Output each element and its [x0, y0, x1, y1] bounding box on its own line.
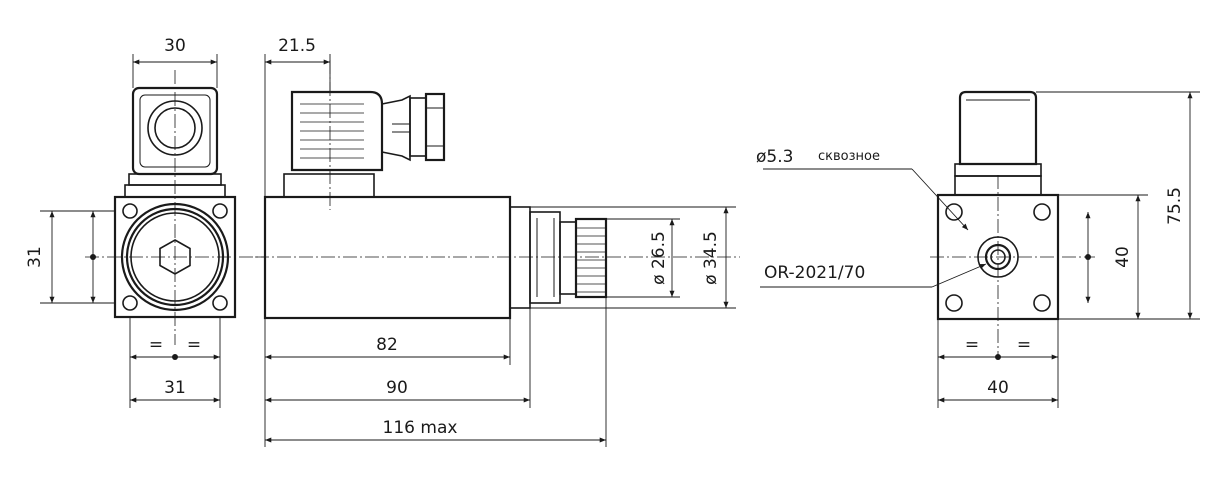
dim-length-max: 116 max	[383, 418, 458, 438]
dim-front-height: 31	[25, 246, 45, 268]
dim-length-total: 90	[386, 378, 408, 398]
dim-right-width-base: 40	[987, 378, 1009, 398]
right-dimensions: ø5.3 сквозное OR-2021/70 75.5 40 = = 40	[756, 91, 1200, 408]
dim-dia-outer: ø 34.5	[701, 231, 721, 285]
front-dimensions: 30 31 = = 31	[25, 36, 221, 408]
front-view	[85, 70, 265, 345]
dim-side-offset: 21.5	[278, 36, 316, 56]
equal-mark-left: =	[149, 335, 163, 355]
side-dimensions: 21.5 82 90 116 max ø 26.5 ø 34.5	[264, 36, 736, 447]
equal-mark-right-left: =	[965, 335, 979, 355]
annotation-hole-note: сквозное	[818, 149, 880, 164]
knurl-pattern	[576, 227, 606, 293]
dim-right-height-total: 75.5	[1165, 187, 1185, 225]
equal-mark-right-right: =	[1017, 335, 1031, 355]
dim-right-height-base: 40	[1113, 246, 1133, 268]
dim-dia-inner: ø 26.5	[649, 231, 669, 285]
knurled-knob	[574, 217, 608, 299]
annotation-hole-diameter: ø5.3	[756, 147, 793, 167]
right-view	[930, 90, 1095, 360]
dim-length-body: 82	[376, 335, 398, 355]
equal-mark-right: =	[187, 335, 201, 355]
annotation-o-ring: OR-2021/70	[764, 263, 865, 283]
side-body	[263, 195, 512, 320]
dim-front-bottom-width: 31	[164, 378, 186, 398]
dim-front-top-width: 30	[164, 36, 186, 56]
